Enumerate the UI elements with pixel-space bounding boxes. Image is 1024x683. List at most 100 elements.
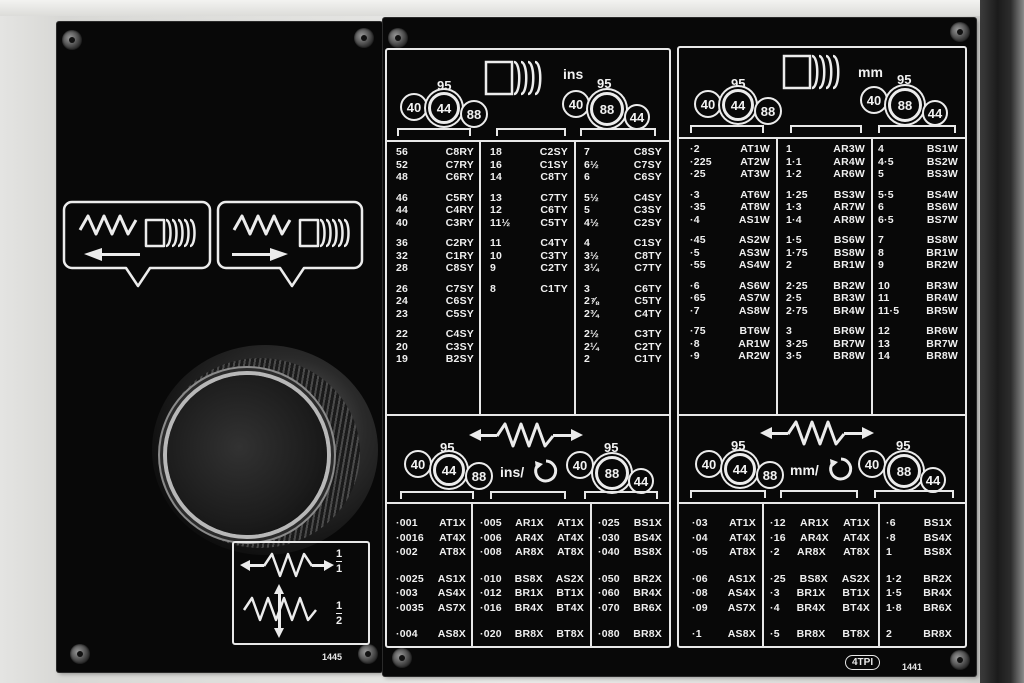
gearbox-setting: BR4X bbox=[633, 587, 662, 599]
divider bbox=[387, 414, 669, 416]
gearbox-setting: BR8W bbox=[833, 350, 865, 362]
pitch-value: ·3 bbox=[690, 188, 700, 201]
plate-screw bbox=[950, 22, 970, 42]
bracket bbox=[790, 125, 862, 133]
gear-44: 44 bbox=[628, 468, 654, 494]
gearbox-setting: C8TY bbox=[634, 249, 662, 262]
pitch-value: ·0035 bbox=[396, 601, 424, 614]
pitch-value: ·25 bbox=[690, 168, 706, 180]
gearbox-setting: C8SY bbox=[445, 262, 474, 274]
gearbox-setting: C2SY bbox=[539, 146, 568, 158]
gearbox-setting: BR6X bbox=[923, 601, 952, 614]
metric-feed-unit-label: mm/ bbox=[790, 462, 819, 478]
gear-88: 88 bbox=[756, 461, 784, 489]
pitch-value: 26 bbox=[396, 282, 409, 295]
pitch-value: 14 bbox=[878, 350, 891, 362]
pitch-value: ·020 bbox=[480, 628, 502, 640]
plate-screw bbox=[388, 28, 408, 48]
divider bbox=[679, 137, 965, 139]
gearbox-setting: BS8W bbox=[926, 234, 958, 246]
pitch-value: 6½ bbox=[584, 158, 599, 171]
pitch-value: 36 bbox=[396, 237, 409, 249]
pitch-value: ·4 bbox=[690, 213, 700, 226]
gearbox-setting: AS2X bbox=[841, 572, 870, 585]
pitch-value: 5·5 bbox=[878, 188, 894, 201]
inch-chart-frame bbox=[385, 48, 671, 648]
gearbox-setting: BS8X bbox=[799, 572, 828, 585]
gearbox-setting: AS8X bbox=[437, 628, 466, 640]
gear-40: 40 bbox=[694, 90, 722, 118]
gear-44: 44 bbox=[922, 100, 948, 126]
gearbox-setting: C6TY bbox=[634, 282, 662, 295]
gearbox-setting: C2TY bbox=[634, 340, 662, 353]
pitch-value: 1·4 bbox=[786, 213, 802, 226]
gearbox-setting: BR3W bbox=[833, 292, 865, 304]
pitch-value: 5 bbox=[584, 204, 591, 216]
pitch-value: 16 bbox=[490, 158, 503, 171]
gearbox-setting: AT8X bbox=[557, 546, 584, 558]
pitch-value: 10 bbox=[878, 279, 891, 292]
plate-screw bbox=[354, 28, 374, 48]
pitch-value: ·003 bbox=[396, 587, 418, 599]
pitch-value: ·012 bbox=[480, 587, 502, 599]
gearbox-setting: BR8X bbox=[796, 628, 826, 640]
gear-44: 44 bbox=[433, 454, 465, 486]
gearbox-setting: AT8X bbox=[729, 546, 756, 558]
gearbox-setting: BR4X bbox=[796, 601, 826, 614]
direction-knob-face[interactable] bbox=[167, 375, 327, 535]
leadscrew-icon bbox=[484, 60, 542, 96]
gearbox-setting: C7TY bbox=[634, 262, 662, 274]
gearbox-setting: C6SY bbox=[633, 171, 662, 183]
pitch-value: 8 bbox=[490, 282, 497, 295]
revolution-icon bbox=[829, 457, 853, 481]
gearbox-setting: BS1W bbox=[926, 143, 958, 155]
gearbox-setting: AS8W bbox=[738, 304, 770, 317]
gearbox-setting: BT1X bbox=[556, 587, 584, 599]
pitch-value: ·25 bbox=[770, 572, 786, 585]
pitch-value: 11·5 bbox=[878, 304, 900, 317]
gearbox-setting: AT1X bbox=[729, 517, 756, 529]
pitch-value: 14 bbox=[490, 171, 503, 183]
pitch-value: ·45 bbox=[690, 234, 706, 246]
bracket bbox=[397, 128, 471, 136]
pitch-value: ·35 bbox=[690, 201, 706, 213]
bracket bbox=[690, 125, 764, 133]
gearbox-setting: C3SY bbox=[445, 340, 474, 353]
pitch-value: 13 bbox=[490, 191, 503, 204]
gearbox-setting: BS8W bbox=[833, 246, 865, 259]
gear-88: 88 bbox=[888, 88, 922, 122]
ratio-divider bbox=[336, 613, 343, 614]
gearbox-setting: C4RY bbox=[445, 204, 474, 216]
ratio-divider bbox=[336, 561, 343, 562]
gearbox-setting: BR4X bbox=[923, 587, 952, 599]
